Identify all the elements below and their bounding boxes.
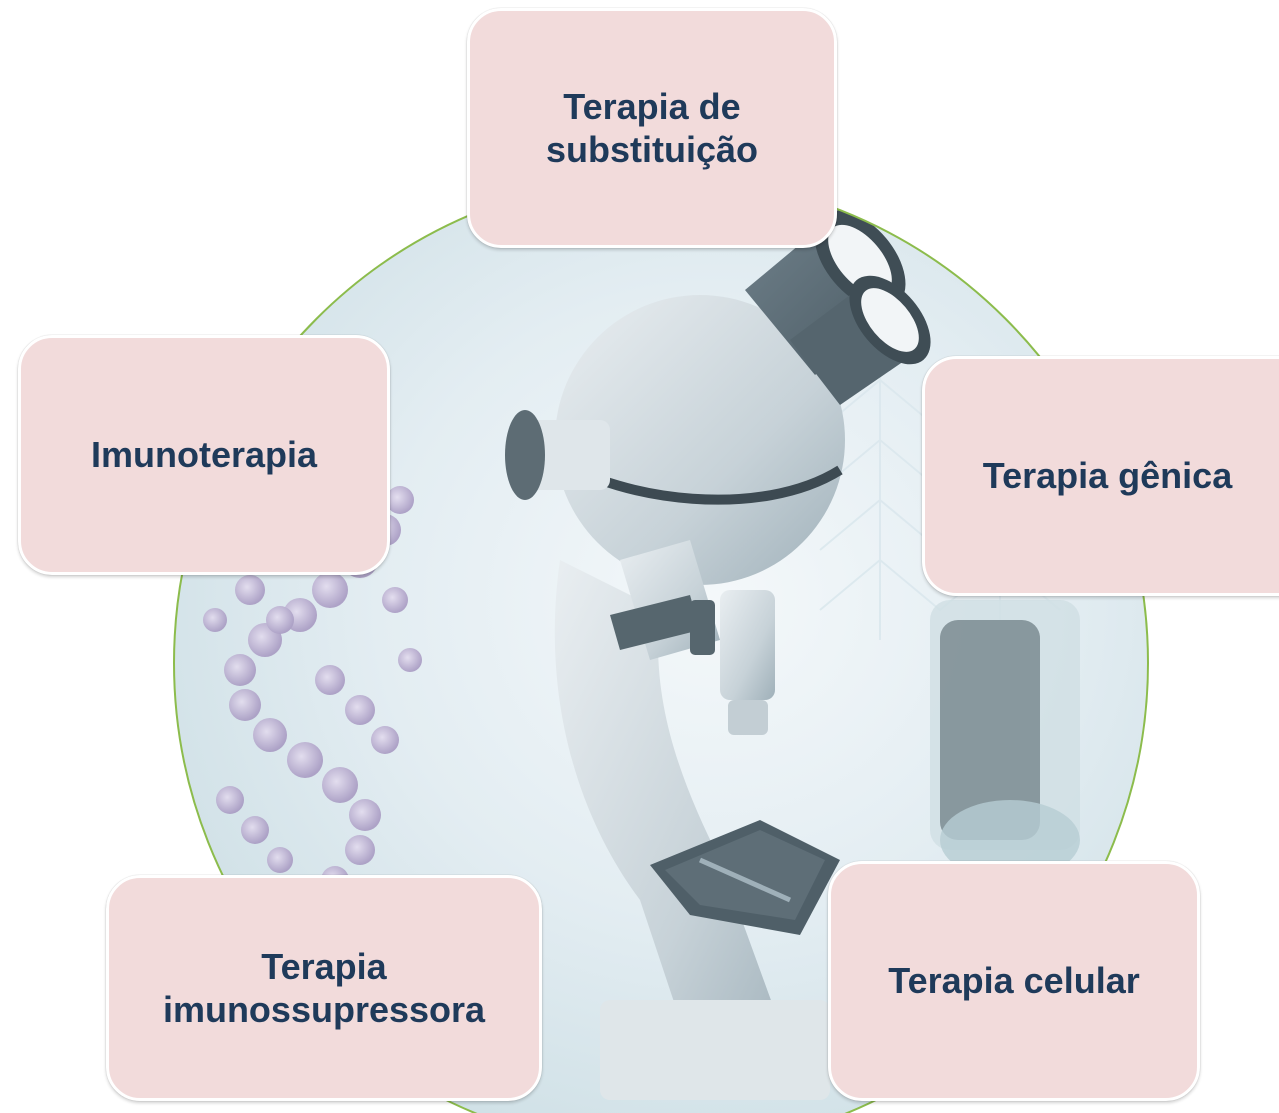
node-label: Terapia gênica	[965, 454, 1250, 497]
node-label: Terapia celular	[870, 959, 1157, 1002]
node-terapia-de-substituicao: Terapia de substituição	[467, 8, 837, 248]
node-label: Imunoterapia	[73, 433, 335, 476]
node-label: Terapia imunossupressora	[145, 945, 503, 1031]
node-label: Terapia de substituição	[528, 85, 776, 171]
node-terapia-imunossupressora: Terapia imunossupressora	[106, 875, 542, 1101]
node-terapia-genica: Terapia gênica	[922, 356, 1279, 596]
node-terapia-celular: Terapia celular	[828, 861, 1200, 1101]
vial-image	[930, 600, 1080, 880]
node-imunoterapia: Imunoterapia	[18, 335, 390, 575]
